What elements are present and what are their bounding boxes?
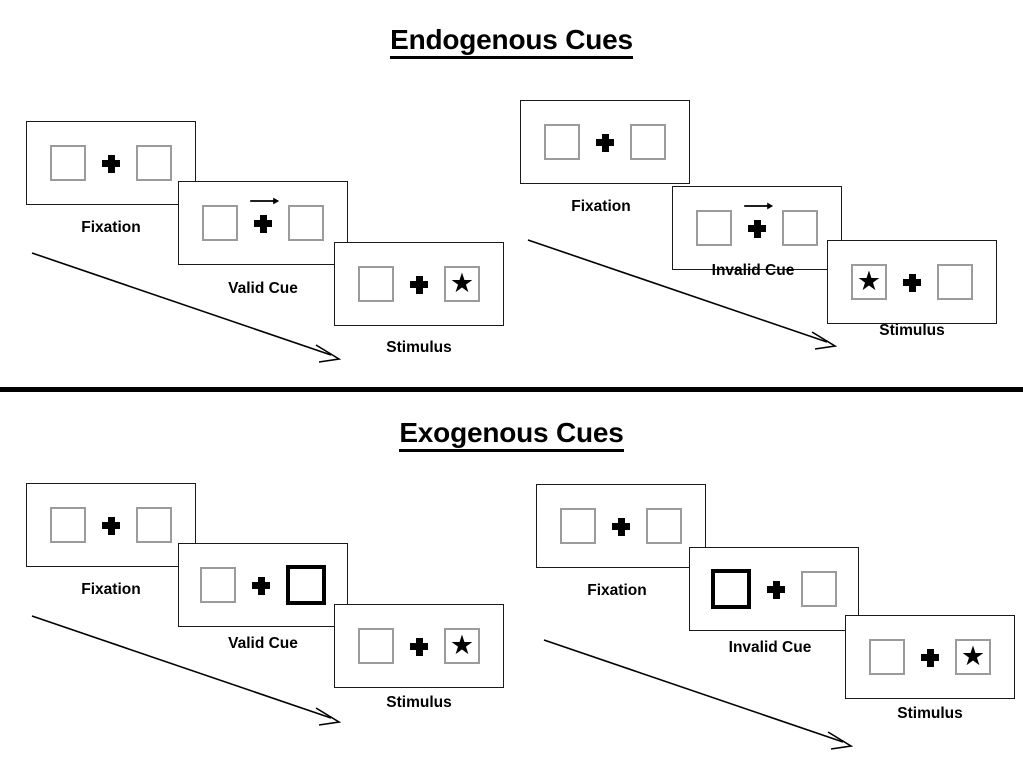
- fixation-cross-icon: [408, 631, 430, 661]
- fixation-cross-icon: [100, 510, 122, 540]
- frame-endogenous-valid-stimulus: ★: [334, 242, 504, 326]
- frame-endogenous-valid-cue: [178, 181, 348, 265]
- box-left-empty: [50, 145, 86, 181]
- frame-label-fixation: Fixation: [81, 581, 141, 598]
- fixation-cross-icon: [901, 267, 923, 297]
- frame-exogenous-valid-cue: [178, 543, 348, 627]
- frame-label-invalid-cue: Invalid Cue: [728, 639, 812, 656]
- frame-endogenous-invalid-cue: [672, 186, 842, 270]
- box-right-empty: [136, 507, 172, 543]
- section-exogenous: Exogenous Cues Fixation Vali: [0, 392, 1023, 767]
- frame-exogenous-invalid-cue: [689, 547, 859, 631]
- star-icon: ★: [960, 640, 986, 671]
- box-right-star: ★: [444, 628, 480, 664]
- frame-label-fixation: Fixation: [587, 582, 647, 599]
- box-left-empty: [202, 205, 238, 241]
- star-icon: ★: [449, 267, 475, 298]
- star-icon: ★: [856, 265, 882, 296]
- box-right-empty: [937, 264, 973, 300]
- section-title-exogenous-text: Exogenous Cues: [399, 417, 624, 452]
- frame-endogenous-invalid-stimulus: ★: [827, 240, 997, 324]
- frame-label-stimulus: Stimulus: [386, 694, 452, 711]
- box-right-empty: [782, 210, 818, 246]
- section-endogenous: Endogenous Cues Fixation: [0, 24, 1023, 363]
- arrow-right-icon: [744, 202, 774, 210]
- frame-endogenous-valid-fixation: [26, 121, 196, 205]
- frame-label-stimulus: Stimulus: [386, 339, 452, 356]
- box-right-empty: [646, 508, 682, 544]
- section-title-endogenous-text: Endogenous Cues: [390, 24, 633, 59]
- box-left-empty: [560, 508, 596, 544]
- frame-exogenous-valid-fixation: [26, 483, 196, 567]
- box-right-empty: [630, 124, 666, 160]
- fixation-cross-icon: [100, 148, 122, 178]
- fixation-cross-icon: [919, 642, 941, 672]
- frame-endogenous-invalid-fixation: [520, 100, 690, 184]
- box-left-empty: [358, 266, 394, 302]
- frame-label-invalid-cue: Invalid Cue: [711, 262, 795, 279]
- frame-label-valid-cue: Valid Cue: [228, 635, 298, 652]
- box-left-empty: [696, 210, 732, 246]
- frame-label-stimulus: Stimulus: [879, 322, 945, 339]
- box-left-empty: [358, 628, 394, 664]
- fixation-cross-icon: [744, 202, 774, 243]
- box-right-star: ★: [444, 266, 480, 302]
- box-left-empty: [200, 567, 236, 603]
- box-right-empty: [801, 571, 837, 607]
- frame-label-fixation: Fixation: [81, 219, 141, 236]
- fixation-cross-icon: [408, 269, 430, 299]
- section-title-exogenous: Exogenous Cues: [0, 417, 1023, 452]
- section-divider: [0, 387, 1023, 392]
- frame-exogenous-invalid-stimulus: ★: [845, 615, 1015, 699]
- fixation-cross-icon: [250, 570, 272, 600]
- frame-exogenous-valid-stimulus: ★: [334, 604, 504, 688]
- fixation-cross-icon: [610, 511, 632, 541]
- star-icon: ★: [449, 629, 475, 660]
- frame-label-stimulus: Stimulus: [897, 705, 963, 722]
- frame-label-valid-cue: Valid Cue: [228, 280, 298, 297]
- box-left-star: ★: [851, 264, 887, 300]
- box-right-star: ★: [955, 639, 991, 675]
- box-left-empty: [544, 124, 580, 160]
- box-left-empty: [869, 639, 905, 675]
- fixation-cross-icon: [765, 574, 787, 604]
- frame-exogenous-invalid-fixation: [536, 484, 706, 568]
- fixation-cross-icon: [250, 197, 280, 238]
- box-right-empty: [288, 205, 324, 241]
- box-left-highlight: [711, 569, 751, 609]
- frame-label-fixation: Fixation: [571, 198, 631, 215]
- box-left-empty: [50, 507, 86, 543]
- fixation-cross-icon: [594, 127, 616, 157]
- box-right-highlight: [286, 565, 326, 605]
- section-title-endogenous: Endogenous Cues: [0, 24, 1023, 59]
- arrow-right-icon: [250, 197, 280, 205]
- box-right-empty: [136, 145, 172, 181]
